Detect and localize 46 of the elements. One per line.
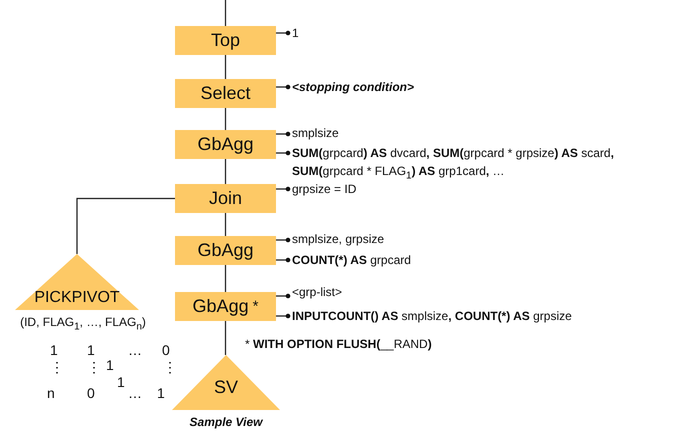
table-cell: 1 — [117, 374, 125, 390]
operator-box: GbAgg — [175, 236, 276, 265]
annotation-text: COUNT(*) AS grpcard — [292, 251, 411, 269]
leader-line — [276, 132, 290, 136]
table-cell: 1 — [87, 342, 95, 358]
connector-line — [224, 159, 226, 184]
table-cell: … — [128, 342, 142, 358]
leader-line — [276, 294, 290, 298]
table-cell: 0 — [87, 385, 95, 401]
connector-line — [224, 55, 226, 79]
table-cell: 1 — [106, 357, 114, 373]
table-cell: 1 — [50, 342, 58, 358]
view-triangle: PICKPIVOT — [15, 254, 139, 310]
caption-text: (ID, FLAG$_{1}$, …, FLAG$_{n}$) — [19, 314, 147, 334]
operator-box: Select — [175, 79, 276, 108]
operator-box: Join — [175, 184, 276, 213]
leader-line — [276, 150, 290, 156]
leader-line — [276, 258, 290, 262]
table-cell: n — [47, 385, 55, 401]
connector-line — [224, 108, 226, 130]
operator-box: GbAgg — [175, 130, 276, 159]
annotation-text: <stopping condition> — [292, 78, 414, 96]
table-cell: ⋮ — [87, 359, 101, 375]
footnote-text: *WITH OPTION FLUSH(__RAND) — [245, 336, 432, 352]
connector-line — [224, 265, 226, 292]
annotation-text: smplsize, grpsize — [292, 230, 384, 248]
leader-line — [276, 238, 290, 242]
connector-line — [224, 0, 226, 26]
table-cell: … — [128, 385, 142, 401]
connector-line — [76, 198, 175, 254]
caption-text: Sample View — [188, 414, 264, 430]
operator-box: Top — [175, 26, 276, 55]
table-cell: 1 — [157, 385, 165, 401]
table-cell: 0 — [162, 342, 170, 358]
annotation-text: 1 — [292, 24, 299, 42]
annotation-text: <grp-list> — [292, 283, 342, 301]
leader-line — [276, 186, 290, 192]
annotation-text: smplsize — [292, 124, 339, 142]
view-triangle: SV — [172, 355, 280, 410]
leader-line — [276, 84, 290, 90]
connector-line — [224, 321, 226, 355]
table-cell: ⋮ — [50, 359, 64, 375]
annotation-text: INPUTCOUNT() AS smplsize, COUNT(*) AS grpsize — [292, 307, 572, 325]
leader-line — [276, 30, 290, 36]
connector-line — [224, 213, 226, 236]
leader-line — [276, 314, 290, 318]
